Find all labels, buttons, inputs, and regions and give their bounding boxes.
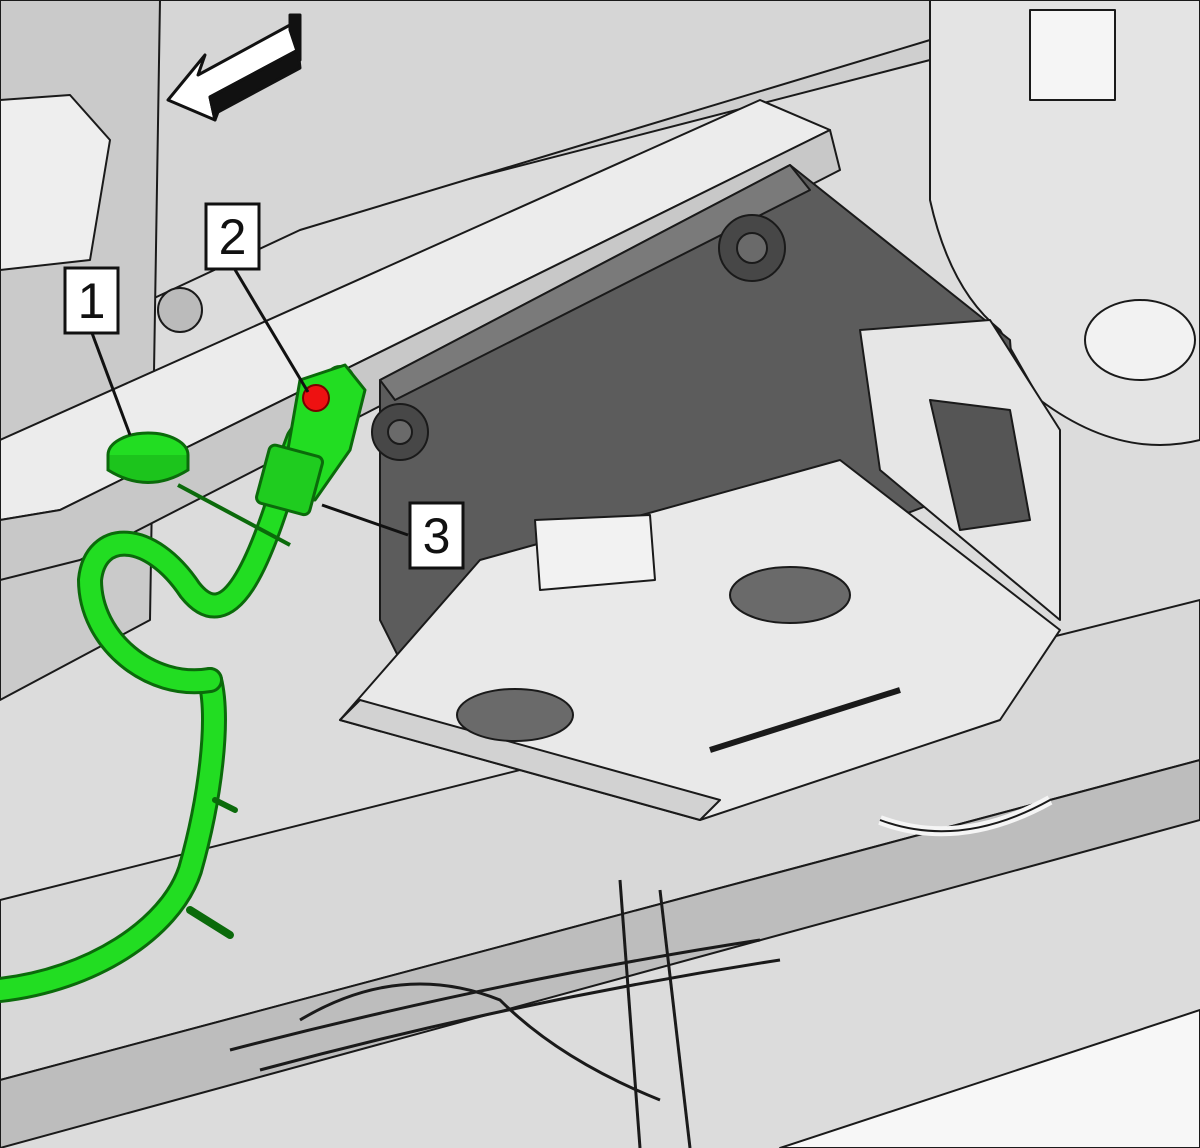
forward-arrow-icon [166,13,302,122]
callout-label-3: 3 [423,508,451,564]
callout-label-1: 1 [78,273,106,329]
callout-box-1 [63,266,120,335]
leader-line-1 [90,332,132,436]
callout-2: 2 [204,202,310,393]
leader-line-3 [321,503,409,537]
callout-3: 3 [321,501,465,570]
battery-tray [339,319,1061,821]
callout-box-2 [204,202,261,271]
callout-box-3 [408,501,465,570]
battery-cable-terminal [255,363,367,517]
battery-cable-terminal-cap [106,431,291,547]
callout-label-2: 2 [219,209,247,265]
callout-1: 1 [63,266,132,436]
leader-line-2 [232,267,310,393]
battery-terminal-nut [302,384,330,412]
